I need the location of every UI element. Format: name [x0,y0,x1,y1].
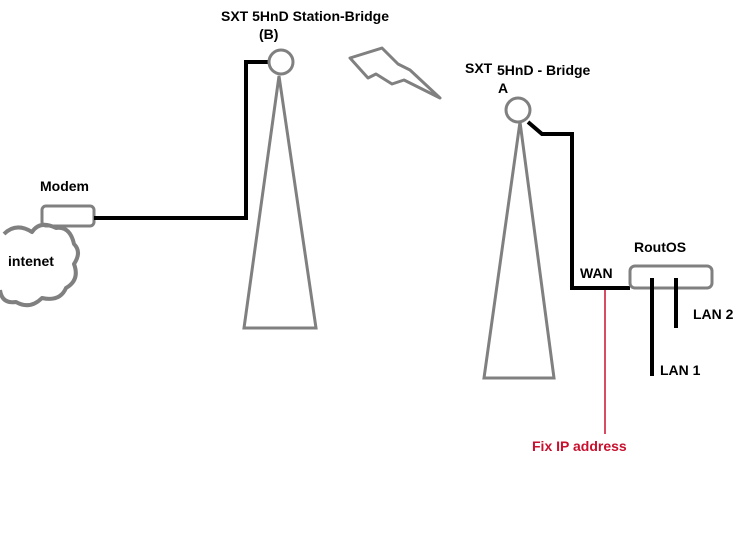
lan1-label: LAN 1 [660,362,701,378]
tower-a-letter: A [498,80,509,96]
tower-b-label: SXT 5HnD Station-Bridge [221,8,390,24]
tower-a-antenna [504,96,532,124]
tower-b-antenna [267,48,295,76]
fix-ip-label: Fix IP address [532,438,627,454]
tower-a-label: 5HnD - Bridge [497,62,591,78]
tower-b [242,75,318,330]
tower-a-to-router-wire [526,120,630,290]
modem-to-tower-b-wire [94,60,268,220]
lan2-label: LAN 2 [693,306,734,322]
router-box [628,264,714,290]
modem-label: Modem [40,178,89,194]
modem-box [40,204,96,228]
internet-cloud [0,222,80,308]
wan-label: WAN [580,265,613,281]
internet-label: intenet [8,253,54,269]
wireless-link-icon [348,46,442,100]
tower-a-sxt-label: SXT [465,60,493,76]
router-label: RoutOS [634,239,687,255]
tower-b-letter: (B) [259,26,279,42]
tower-a [482,121,556,380]
